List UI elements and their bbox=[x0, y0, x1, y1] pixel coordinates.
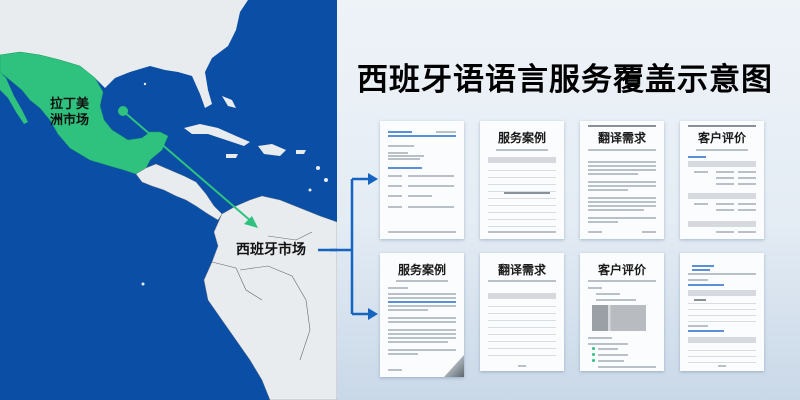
document-service-cases[interactable]: 服务案例 bbox=[480, 121, 564, 239]
map-region: 拉丁美 洲市场 西班牙市场 bbox=[0, 0, 337, 400]
doc-title: 服务案例 bbox=[497, 131, 546, 145]
document-translation-needs-table[interactable]: 翻译需求 bbox=[480, 253, 564, 371]
arrow-up-icon bbox=[368, 173, 378, 185]
map-graphic bbox=[0, 0, 337, 400]
doc-title: 翻译需求 bbox=[597, 131, 646, 145]
bracket-connector bbox=[330, 173, 378, 320]
document-service-cases-text[interactable]: 服务案例 bbox=[380, 253, 464, 377]
doc-title: 客户评价 bbox=[697, 131, 746, 145]
page-title: 西班牙语语言服务覆盖示意图 bbox=[357, 62, 773, 98]
label-latin-america: 拉丁美 洲市场 bbox=[50, 97, 89, 129]
document-customer-reviews-screenshot[interactable]: 客户评价 bbox=[580, 253, 664, 371]
arrow-down-icon bbox=[368, 308, 378, 320]
page-curl bbox=[444, 355, 464, 377]
document-form[interactable] bbox=[380, 121, 464, 239]
document-translation-needs[interactable]: 翻译需求 bbox=[580, 121, 664, 239]
label-latin-america-line2: 洲市场 bbox=[50, 113, 90, 128]
document-customer-reviews[interactable]: 客户评价 bbox=[680, 121, 764, 239]
doc-title: 服务案例 bbox=[397, 263, 446, 277]
doc-title: 翻译需求 bbox=[497, 263, 546, 277]
document-data-tables[interactable] bbox=[680, 253, 764, 371]
label-spain-market: 西班牙市场 bbox=[236, 242, 306, 258]
label-latin-america-line1: 拉丁美 bbox=[50, 97, 90, 112]
doc-title: 客户评价 bbox=[597, 263, 646, 277]
